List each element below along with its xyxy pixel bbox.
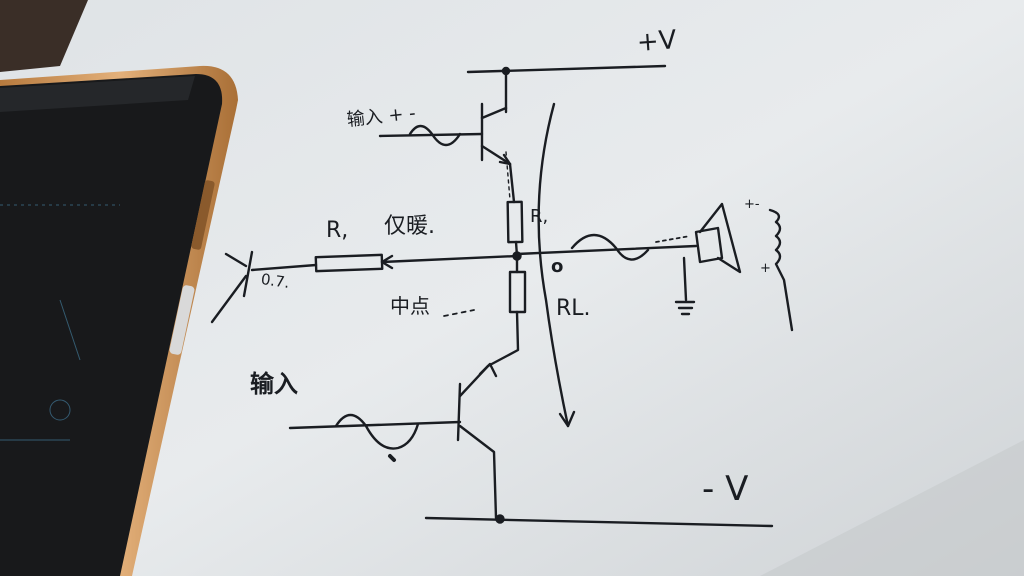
output-waveform bbox=[570, 233, 650, 261]
table-corner bbox=[0, 0, 88, 72]
current-arrow-head bbox=[558, 410, 576, 428]
label-polarity-bottom: + bbox=[760, 261, 771, 276]
speaker-body bbox=[694, 226, 724, 264]
label-midpoint-note: 中点 bbox=[390, 294, 430, 318]
smartphone bbox=[0, 65, 238, 576]
lower-transistor-collector bbox=[458, 424, 498, 520]
phone-screen-content bbox=[0, 204, 120, 441]
dashed-hint bbox=[505, 151, 511, 201]
label-resistor-r: R, bbox=[326, 218, 349, 243]
dashed-hint bbox=[655, 235, 691, 243]
label-diode-drop: 0.7. bbox=[259, 270, 291, 292]
r-to-transistor-wire bbox=[250, 263, 318, 272]
feedback-wire bbox=[380, 254, 519, 264]
right-coil bbox=[768, 208, 794, 332]
lower-transistor-base-bar bbox=[456, 382, 462, 442]
label-supply-negative: - V bbox=[702, 469, 749, 509]
negative-rail bbox=[424, 516, 774, 528]
upper-emitter-wire bbox=[508, 162, 516, 204]
speaker-cone bbox=[698, 202, 742, 274]
circuit-drawing bbox=[210, 64, 794, 528]
label-resistor-rl: RL. bbox=[556, 296, 591, 321]
phone-screen-glare bbox=[0, 76, 195, 112]
lower-input-wire bbox=[288, 420, 462, 430]
left-transistor-lead-down bbox=[210, 274, 248, 324]
phone-side-button bbox=[191, 180, 215, 250]
label-supply-positive: +V bbox=[635, 25, 678, 58]
upper-input-wire bbox=[378, 132, 484, 138]
label-polarity-top: +- bbox=[744, 197, 760, 212]
current-arrow bbox=[537, 102, 570, 428]
lower-waveform-mark bbox=[388, 454, 396, 462]
label-output-node: o bbox=[551, 256, 564, 277]
output-wire bbox=[515, 244, 698, 256]
label-bias-note: 仅暖. bbox=[384, 214, 435, 239]
lower-input-waveform bbox=[334, 413, 420, 450]
phone-side-button bbox=[169, 285, 195, 355]
label-input-bottom: 输入 bbox=[250, 370, 298, 398]
phone-screen bbox=[0, 74, 223, 576]
left-transistor-lead-up bbox=[224, 252, 248, 268]
negative-rail-node bbox=[495, 514, 505, 524]
speaker-ground-symbol bbox=[674, 300, 696, 316]
lower-transistor-emitter bbox=[458, 364, 490, 398]
label-resistor-r1: R, bbox=[530, 206, 549, 227]
upper-transistor-collector bbox=[480, 106, 508, 120]
speaker-ground-wire bbox=[682, 256, 688, 302]
rl-to-lower-wire bbox=[486, 310, 520, 368]
left-transistor-bar bbox=[242, 250, 254, 298]
upper-transistor-emitter bbox=[480, 144, 512, 166]
upper-input-waveform bbox=[408, 124, 462, 147]
paper-shadow bbox=[760, 440, 1024, 576]
positive-rail bbox=[466, 64, 667, 74]
